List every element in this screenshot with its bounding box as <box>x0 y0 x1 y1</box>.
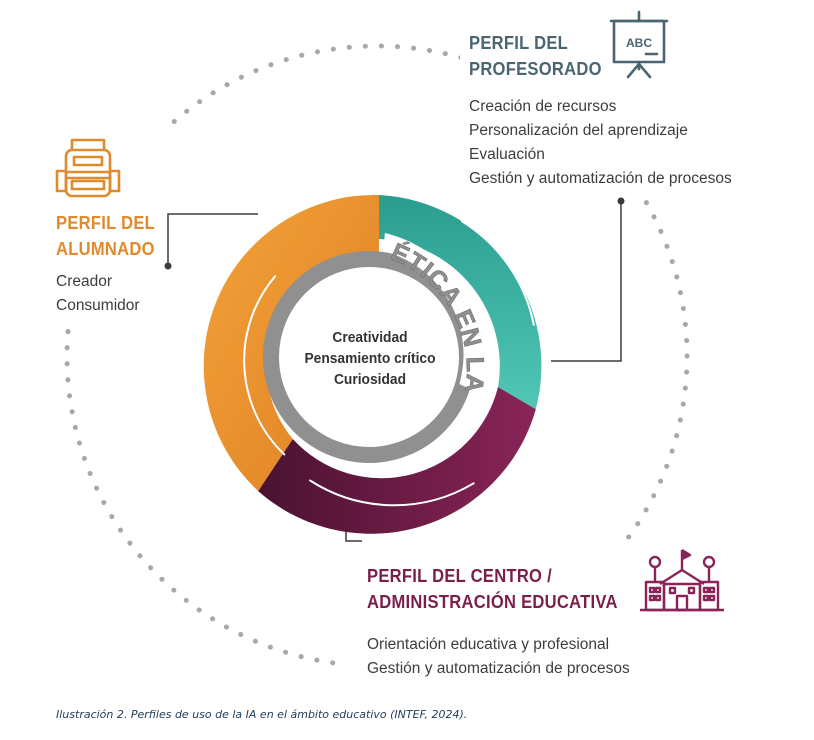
ring-accent-line-institution <box>309 479 475 507</box>
student-item: Creador <box>56 273 112 290</box>
institution-item: Gestión y automatización de procesos <box>367 660 630 677</box>
teacher-profile-title-line2: PROFESORADO <box>469 59 602 79</box>
teacher-item: Personalización del aprendizaje <box>469 122 688 139</box>
center-value-3: Curiosidad <box>334 372 406 389</box>
institution-profile-title-line1: PERFIL DEL CENTRO / <box>367 566 552 586</box>
institution-profile-title-line2: ADMINISTRACIÓN EDUCATIVA <box>367 592 618 612</box>
whiteboard-icon-text: ABC <box>626 36 652 50</box>
student-profile-items: Creador Consumidor <box>56 270 140 318</box>
center-value-1: Creatividad <box>332 330 407 347</box>
student-ring-segment <box>203 194 379 492</box>
student-connector-dot <box>164 262 172 270</box>
center-value-2: Pensamiento crítico <box>304 351 435 368</box>
dotted-outer-circle <box>64 43 690 669</box>
teacher-connector-line <box>551 201 622 362</box>
ring-accent-line-teacher <box>461 220 535 326</box>
teacher-item: Gestión y automatización de procesos <box>469 170 732 187</box>
teacher-profile-title: PERFIL DEL PROFESORADO <box>469 30 602 82</box>
teacher-item: Creación de recursos <box>469 98 617 115</box>
ethics-label-backdrop <box>383 233 482 392</box>
figure-caption: Ilustración 2. Perfiles de uso de la IA … <box>56 708 468 721</box>
student-connector-line <box>167 213 258 266</box>
school-building-icon <box>640 548 724 612</box>
backpack-icon <box>55 138 121 198</box>
ethics-ring-inner-highlight <box>281 269 457 445</box>
student-item: Consumidor <box>56 297 140 314</box>
whiteboard-icon: ABC <box>609 10 669 79</box>
ring-accent-line-student <box>243 275 286 456</box>
student-profile-title-line1: PERFIL DEL <box>56 213 156 233</box>
teacher-profile-title-line1: PERFIL DEL <box>469 33 569 53</box>
institution-ring-segment <box>258 387 536 534</box>
student-profile-title-line2: ALUMNADO <box>56 239 155 259</box>
teacher-connector-dot <box>617 197 625 205</box>
student-profile-title: PERFIL DEL ALUMNADO <box>56 210 155 262</box>
institution-item: Orientación educativa y profesional <box>367 636 610 653</box>
teacher-ring-segment <box>379 195 542 410</box>
institution-profile-items: Orientación educativa y profesional Gest… <box>367 633 630 681</box>
institution-profile-title: PERFIL DEL CENTRO / ADMINISTRACIÓN EDUCA… <box>367 563 618 615</box>
teacher-profile-items: Creación de recursos Personalización del… <box>469 95 732 191</box>
teacher-item: Evaluación <box>469 146 545 163</box>
